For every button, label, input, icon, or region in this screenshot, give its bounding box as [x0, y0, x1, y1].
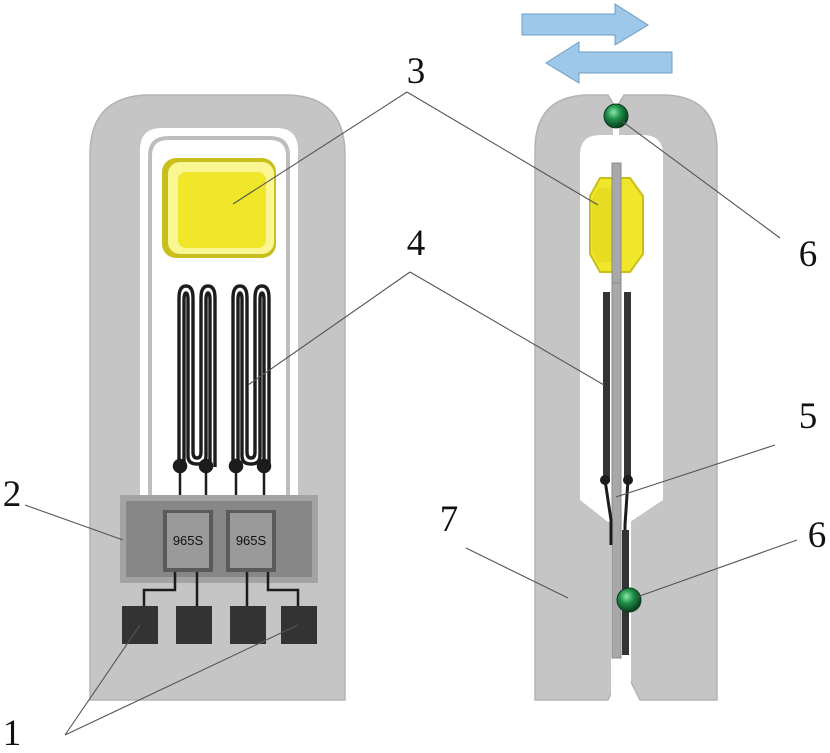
front-spring-anchors [172, 458, 272, 500]
label-proof-mass: 3 [407, 51, 426, 92]
label-springs: 4 [407, 223, 426, 264]
chip-label-1: 965S [173, 533, 204, 548]
hinge-ball-top [603, 103, 629, 129]
label-housing: 7 [440, 499, 459, 540]
contact-pad [176, 606, 212, 644]
arrow-left-icon [545, 41, 673, 84]
side-view [521, 3, 718, 701]
chip-carrier [120, 495, 318, 583]
hinge-ball-bottom [616, 587, 642, 613]
label-hinge-ball-top: 6 [799, 234, 818, 275]
label-cantilever-beam: 5 [799, 396, 818, 437]
leader-lines [24, 91, 798, 736]
side-spring-plate-right [624, 292, 631, 482]
contact-pads [122, 606, 317, 644]
pad-wiring [142, 572, 300, 606]
chip-label-2: 965S [236, 533, 267, 548]
contact-pad [230, 606, 266, 644]
front-cavity-liner [148, 136, 290, 500]
front-view: 965S 965S [89, 94, 346, 701]
front-springs [177, 284, 271, 467]
contact-pad [281, 606, 317, 644]
label-chip-carrier: 2 [3, 474, 22, 515]
side-spring-plate-left [603, 292, 610, 482]
front-proof-mass [162, 158, 276, 258]
label-hinge-ball-bottom: 6 [808, 515, 827, 556]
label-fixed-contacts: 1 [3, 713, 22, 753]
arrow-right-icon [521, 3, 649, 46]
